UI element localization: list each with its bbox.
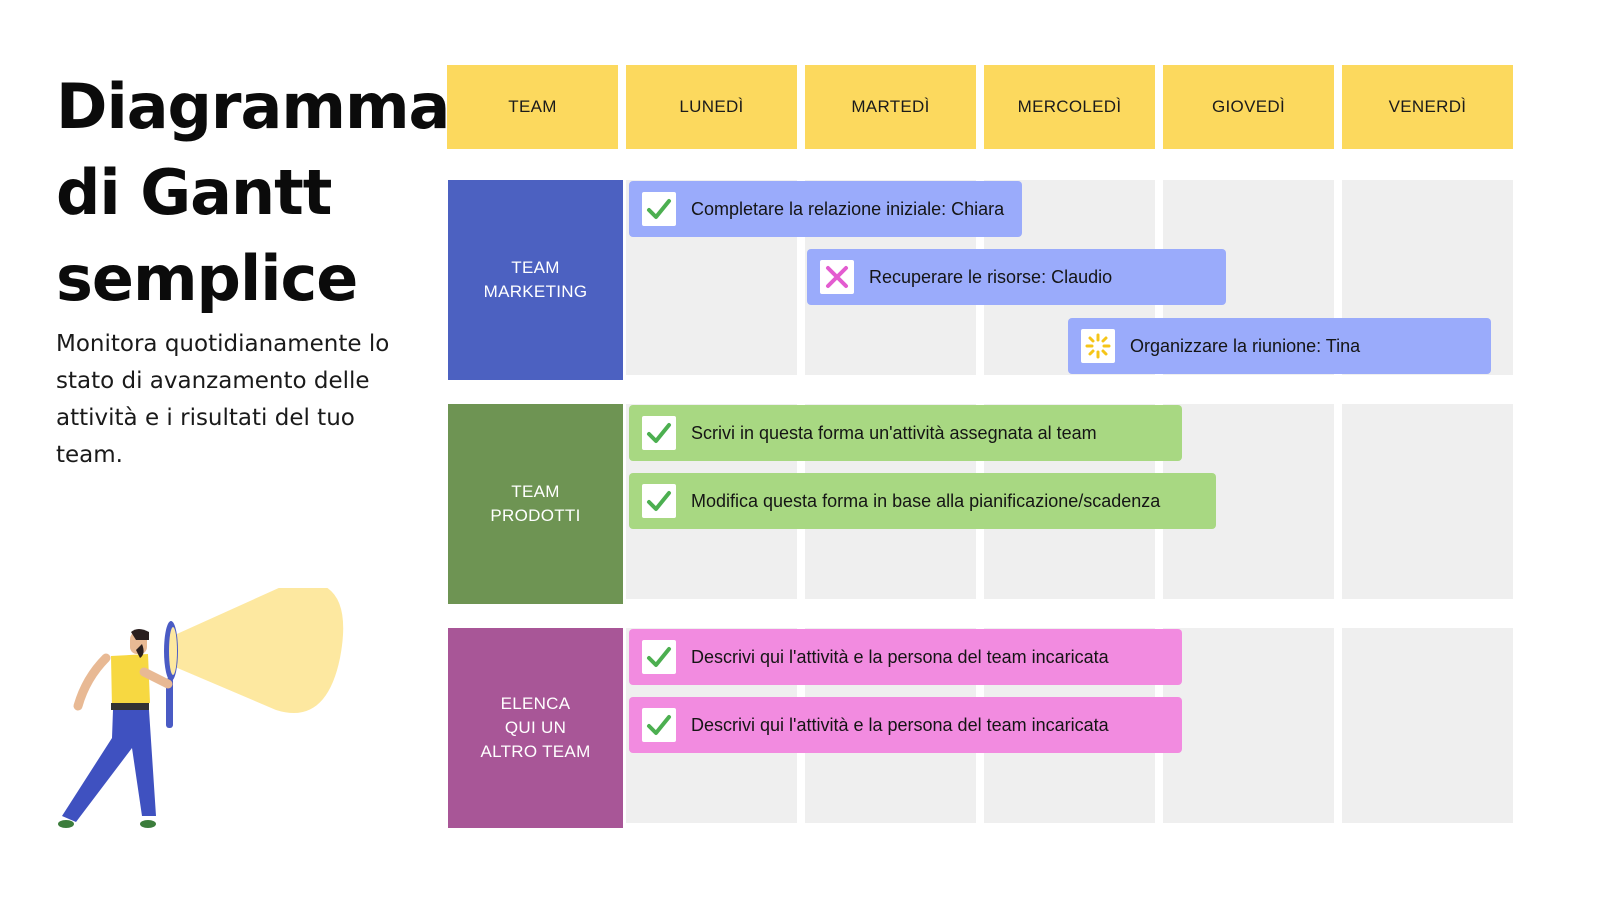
cross-icon [820,260,854,294]
header-team: TEAM [447,65,618,149]
grid-cell [1342,628,1513,823]
task-label: Scrivi in questa forma un'attività asseg… [691,422,1097,443]
task-label: Descrivi qui l'attività e la persona del… [691,714,1109,735]
task-bar[interactable]: Descrivi qui l'attività e la persona del… [629,629,1182,685]
check-icon [642,192,676,226]
task-bar[interactable]: Recuperare le risorse: Claudio [807,249,1226,305]
header-friday: VENERDÌ [1342,65,1513,149]
header-monday: LUNEDÌ [626,65,797,149]
person-with-magnifier-illustration [58,588,344,828]
team-other-block: ELENCA QUI UN ALTRO TEAM [448,628,623,828]
check-icon [642,416,676,450]
task-label: Organizzare la riunione: Tina [1130,335,1361,356]
in-progress-icon [1081,329,1115,363]
team-products-label: TEAM PRODOTTI [490,482,581,525]
grid-cell [1163,628,1334,823]
task-bar[interactable]: Scrivi in questa forma un'attività asseg… [629,405,1182,461]
header-thursday: GIOVEDÌ [1163,65,1334,149]
header-wednesday: MERCOLEDÌ [984,65,1155,149]
team-products-block: TEAM PRODOTTI [448,404,623,604]
header-tuesday: MARTEDÌ [805,65,976,149]
task-bar[interactable]: Modifica questa forma in base alla piani… [629,473,1216,529]
task-label: Recuperare le risorse: Claudio [869,266,1113,287]
team-other-label: ELENCA QUI UN ALTRO TEAM [480,694,591,761]
task-label: Descrivi qui l'attività e la persona del… [691,646,1109,667]
team-marketing-label: TEAM MARKETING [483,258,588,301]
page-subtitle: Monitora quotidianamente lo stato di ava… [56,331,390,468]
page-title: Diagramma di Gantt semplice [56,70,450,315]
task-label: Modifica questa forma in base alla piani… [691,490,1161,511]
task-bar[interactable]: Completare la relazione iniziale: Chiara [629,181,1022,237]
team-marketing-block: TEAM MARKETING [448,180,623,380]
task-label: Completare la relazione iniziale: Chiara [691,198,1005,219]
task-bar[interactable]: Descrivi qui l'attività e la persona del… [629,697,1182,753]
check-icon [642,640,676,674]
check-icon [642,708,676,742]
task-bar[interactable]: Organizzare la riunione: Tina [1068,318,1491,374]
grid-cell [1342,404,1513,599]
check-icon [642,484,676,518]
